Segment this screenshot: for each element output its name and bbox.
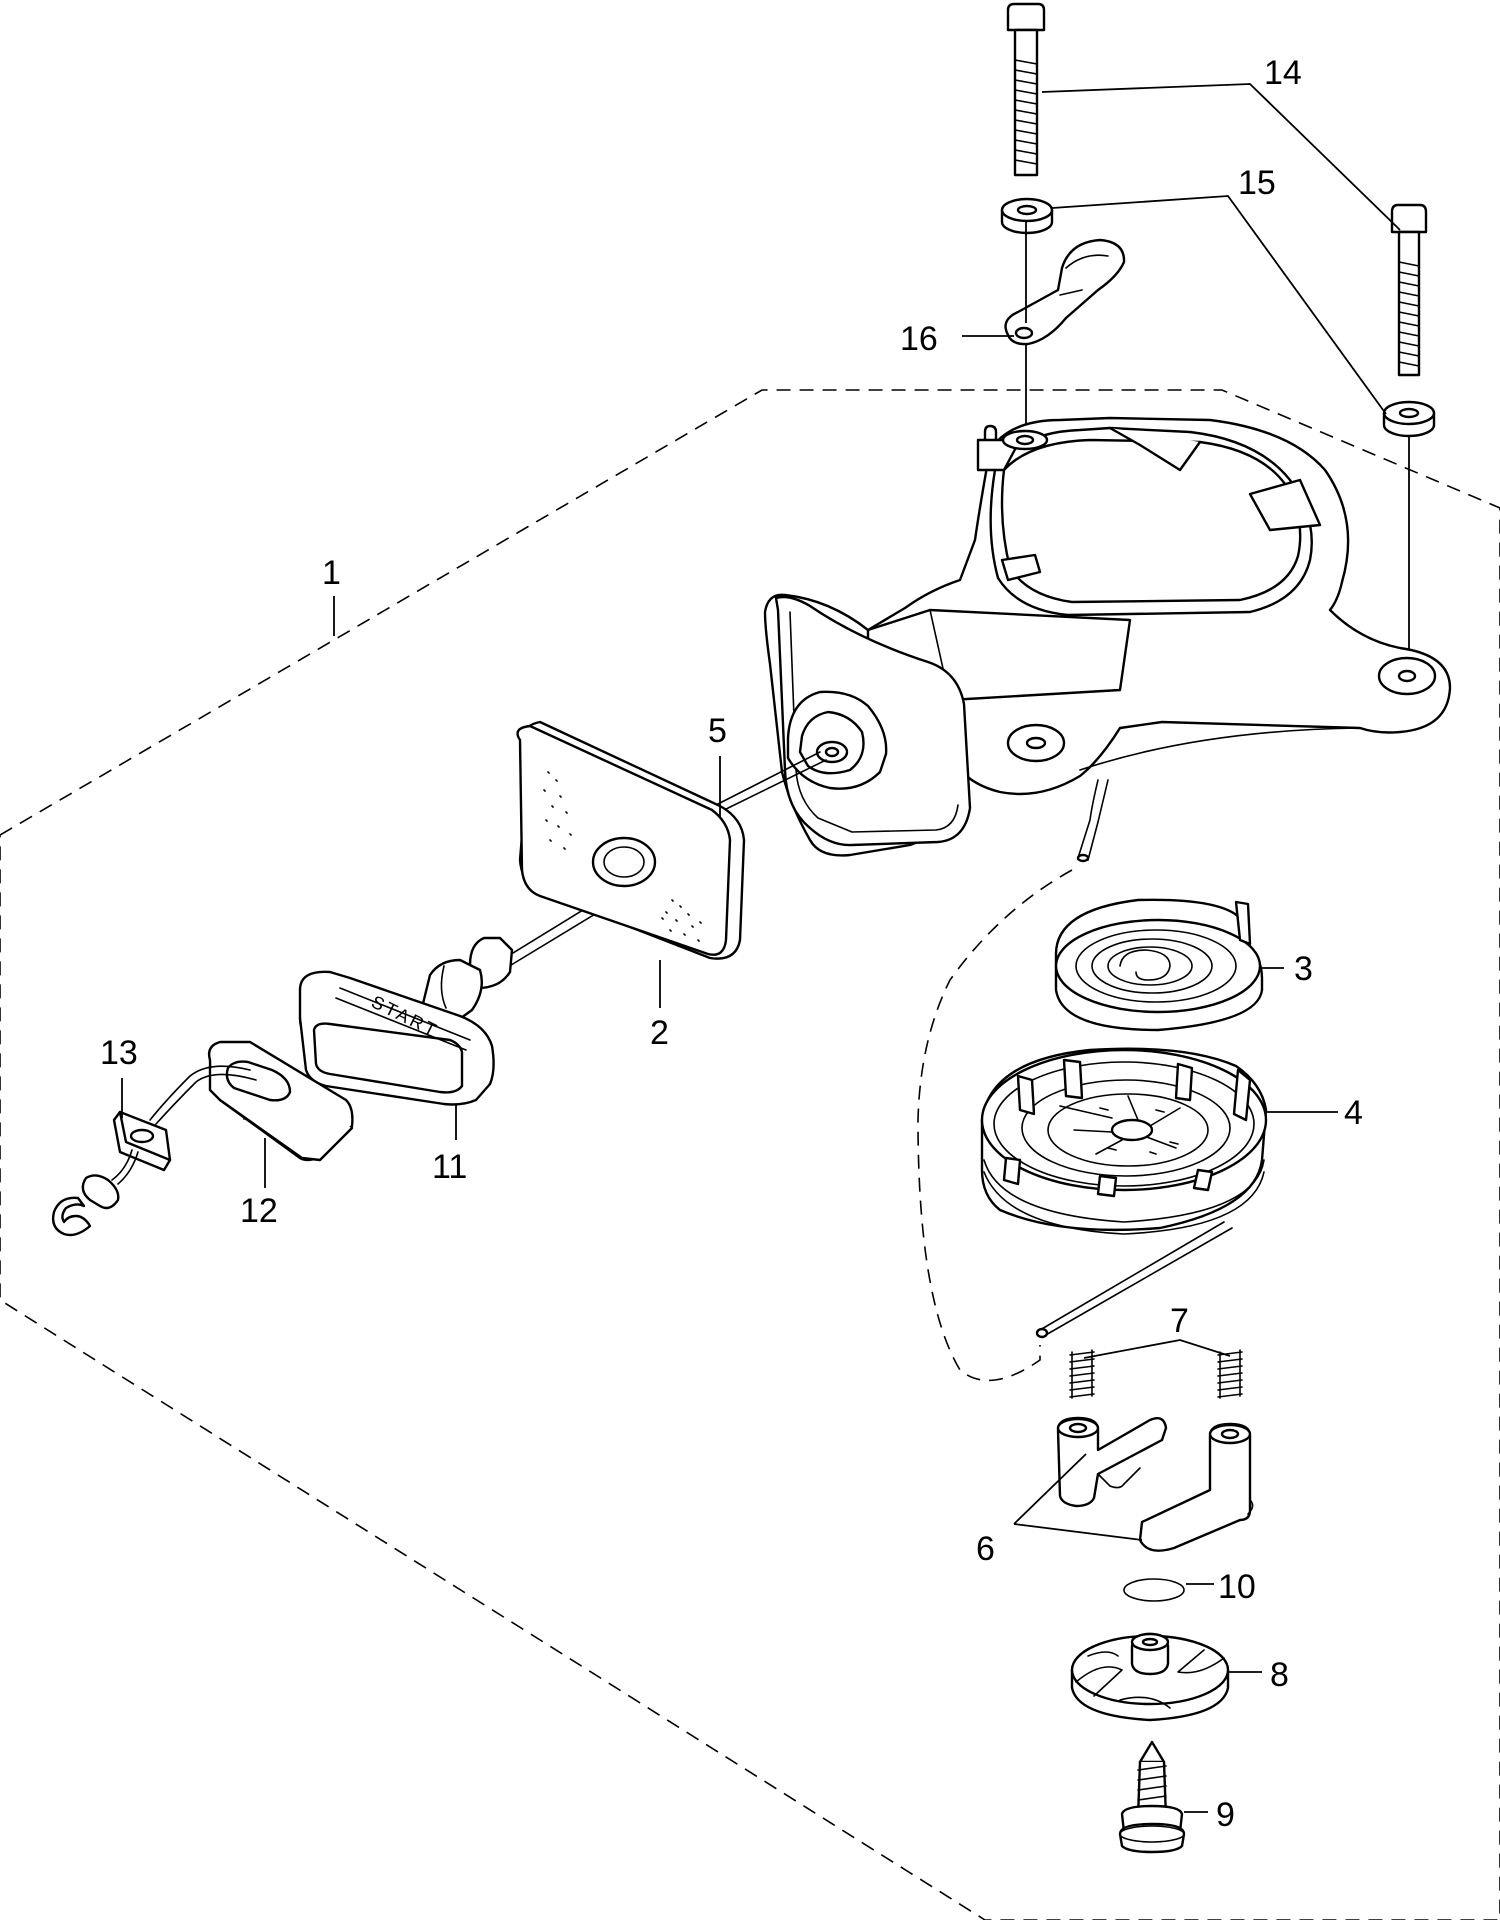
callout-4: 4 <box>1344 1094 1363 1132</box>
thin-washer-part <box>1123 1578 1185 1602</box>
callout-16: 16 <box>900 320 938 358</box>
callout-11: 11 <box>432 1148 467 1186</box>
rope-hook-part <box>51 1149 139 1237</box>
callout-10: 10 <box>1218 1568 1256 1606</box>
callout-13: 13 <box>100 1034 138 1072</box>
callout-6: 6 <box>976 1530 995 1568</box>
pawl-part-left <box>1056 1416 1168 1508</box>
small-spring-part-left <box>1069 1349 1095 1399</box>
center-screw-part <box>1118 1740 1186 1854</box>
callout-1: 1 <box>322 554 341 592</box>
callout-labels: 1 2 3 4 5 6 7 8 9 10 11 12 13 14 15 16 <box>100 54 1363 1834</box>
callout-3: 3 <box>1294 950 1313 988</box>
callout-7: 7 <box>1170 1302 1189 1340</box>
callout-5: 5 <box>708 712 727 750</box>
small-spring-part-right <box>1217 1349 1243 1399</box>
assembly-boundary <box>0 389 1500 1920</box>
bolt-part-right <box>1390 203 1428 377</box>
friction-plate-part <box>1070 1632 1230 1722</box>
leader-lines <box>121 83 1401 1813</box>
callout-15: 15 <box>1238 164 1276 202</box>
bolt-part-left <box>1006 2 1046 177</box>
callout-8: 8 <box>1270 1656 1289 1694</box>
washer-part-right <box>1382 400 1436 438</box>
callout-12: 12 <box>240 1192 278 1230</box>
starter-housing-part <box>763 416 1452 857</box>
washer-part-left <box>1000 197 1054 235</box>
spiral-spring-part <box>1054 898 1264 1032</box>
callout-2: 2 <box>650 1014 669 1052</box>
callout-9: 9 <box>1216 1796 1235 1834</box>
bracket-part <box>1004 238 1126 346</box>
handle-insert-part <box>207 1040 354 1162</box>
rope-end-part <box>149 1065 257 1125</box>
starter-handle-part: START <box>298 970 495 1106</box>
rope-clip-part <box>112 1110 172 1172</box>
reel-pulley-part <box>980 1047 1268 1235</box>
rope-guide-part <box>516 720 746 960</box>
pawl-part-right <box>1138 1422 1254 1552</box>
callout-14: 14 <box>1264 54 1302 92</box>
